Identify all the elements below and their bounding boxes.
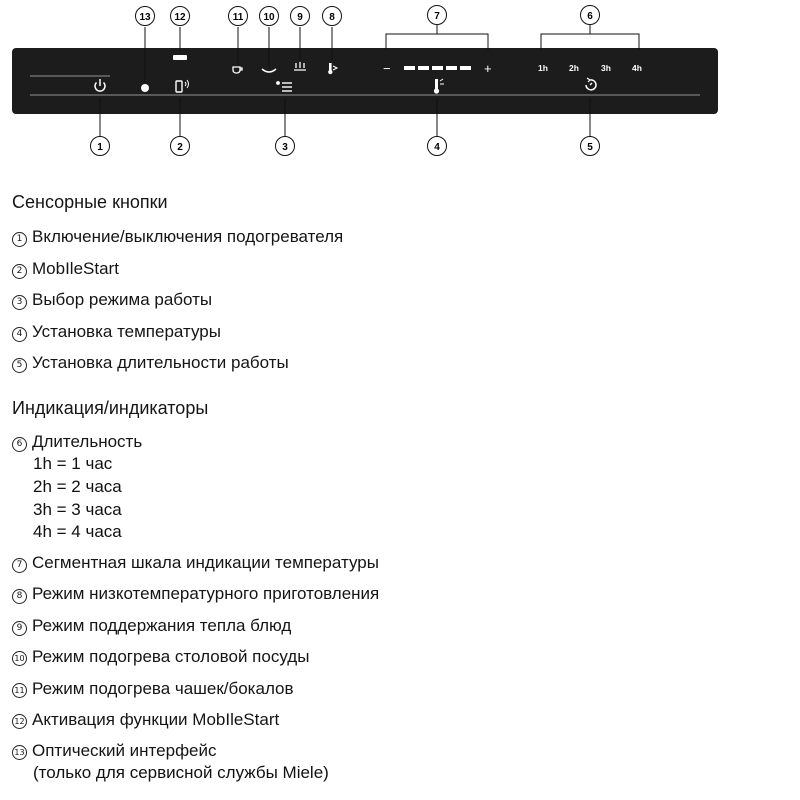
callout-7: 7 <box>427 5 447 25</box>
legend-number-12: 12 <box>12 714 27 729</box>
svg-text:8: 8 <box>329 12 335 23</box>
timer-icon <box>585 77 597 91</box>
keep-warm-icon <box>294 62 306 71</box>
duration-line-2h: 2h = 2 часа <box>33 477 122 496</box>
legend-number-2: 2 <box>12 264 27 279</box>
temperature-button[interactable] <box>433 78 444 94</box>
callout-2: 2 <box>170 136 190 156</box>
svg-text:4: 4 <box>434 142 440 153</box>
cup-icon <box>232 66 243 74</box>
mobilestart-activation-indicator <box>173 55 187 60</box>
keep-warm-indicator <box>294 62 306 71</box>
minus-label: − <box>383 61 391 76</box>
cup-warming-indicator <box>232 66 243 74</box>
power-button[interactable] <box>94 79 106 92</box>
duration-2h: 2h <box>569 63 579 73</box>
mode-select-button[interactable] <box>276 81 292 92</box>
duration-line-3h: 3h = 3 часа <box>33 500 122 519</box>
menu-list-icon <box>276 81 292 92</box>
duration-line-1h: 1h = 1 час <box>33 454 113 473</box>
svg-text:7: 7 <box>434 11 440 22</box>
indicators-heading: Индикация/индикаторы <box>12 398 209 418</box>
callout-12: 12 <box>170 6 190 26</box>
power-icon <box>94 81 106 92</box>
svg-text:13: 13 <box>139 12 151 23</box>
legend-number-11: 11 <box>12 683 27 698</box>
legend-number-4: 4 <box>12 327 27 342</box>
thermometer-icon <box>433 78 444 94</box>
legend-number-9: 9 <box>12 621 27 636</box>
duration-3h: 3h <box>601 63 611 73</box>
control-panel-diagram: 13 12 11 10 9 8 7 6 1 2 3 4 5 <box>12 5 718 156</box>
duration-1h: 1h <box>538 63 548 73</box>
low-temp-cooking-indicator <box>328 63 339 75</box>
callout-8: 8 <box>322 6 342 26</box>
optical-interface-dot <box>141 84 149 92</box>
callout-3: 3 <box>275 136 295 156</box>
duration-indicators: 1h 2h 3h 4h <box>538 63 642 73</box>
phone-icon <box>175 80 183 93</box>
callout-1: 1 <box>90 136 110 156</box>
touch-buttons-heading: Сенсорные кнопки <box>12 192 168 212</box>
duration-button[interactable] <box>585 77 597 91</box>
legend-item-13-note: (только для сервисной службы Miele) <box>33 763 329 782</box>
plate-warming-indicator <box>261 68 277 73</box>
svg-text:10: 10 <box>263 12 275 23</box>
svg-text:12: 12 <box>174 12 186 23</box>
legend-number-3: 3 <box>12 295 27 310</box>
control-panel <box>12 48 718 114</box>
legend-number-8: 8 <box>12 589 27 604</box>
callout-4: 4 <box>427 136 447 156</box>
legend-number-10: 10 <box>12 651 27 666</box>
legend-number-7: 7 <box>12 558 27 573</box>
duration-4h: 4h <box>632 63 642 73</box>
callout-13: 13 <box>135 6 155 26</box>
plus-label: + <box>484 61 492 76</box>
svg-text:5: 5 <box>587 142 593 153</box>
callout-11: 11 <box>228 6 248 26</box>
callout-9: 9 <box>290 6 310 26</box>
legend-number-5: 5 <box>12 358 27 373</box>
callout-6: 6 <box>580 5 600 25</box>
callout-5: 5 <box>580 136 600 156</box>
mobilestart-button[interactable] <box>175 79 189 93</box>
legend-number-1: 1 <box>12 232 27 247</box>
svg-text:6: 6 <box>587 11 593 22</box>
temperature-segment-scale: − + <box>383 61 492 76</box>
svg-text:3: 3 <box>282 142 288 153</box>
svg-text:11: 11 <box>233 12 244 23</box>
svg-text:1: 1 <box>97 142 103 153</box>
svg-text:2: 2 <box>177 142 183 153</box>
duration-line-4h: 4h = 4 часа <box>33 522 122 541</box>
legend-number-13: 13 <box>12 745 27 760</box>
callout-10: 10 <box>259 6 279 26</box>
legend-number-6: 6 <box>12 437 27 452</box>
svg-text:9: 9 <box>297 12 303 23</box>
